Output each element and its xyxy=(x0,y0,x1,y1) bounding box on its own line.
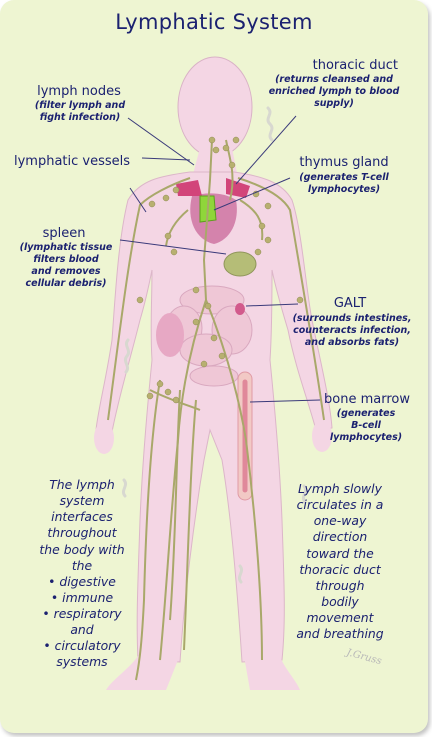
label-thymus-gland: thymus gland xyxy=(299,155,389,170)
label-thoracic-duct: thoracic duct xyxy=(312,58,398,73)
label-bone-marrow: bone marrow xyxy=(324,392,410,407)
bullet-icon: • xyxy=(43,638,55,654)
desc-thymus-gland: (generates T-cell lymphocytes) xyxy=(299,172,389,195)
desc-galt: (surrounds intestines, counteracts infec… xyxy=(292,313,412,348)
circulation-note: Lymph slowly circulates in a one-way dir… xyxy=(296,481,384,642)
desc-thoracic-duct: (returns cleansed and enriched lymph to … xyxy=(268,74,400,109)
label-spleen: spleen xyxy=(42,226,86,241)
bullet-icon: • xyxy=(50,589,63,605)
label-galt: GALT xyxy=(333,296,367,311)
desc-spleen: (lymphatic tissue filters blood and remo… xyxy=(19,242,113,289)
artist-signature: J.Gruss xyxy=(343,647,382,667)
bullet-icon: • xyxy=(42,606,54,621)
label-lymphatic-vessels: lymphatic vessels xyxy=(14,154,131,169)
human-body xyxy=(94,56,333,690)
systems-note: The lymph system interfaces throughout t… xyxy=(20,477,144,671)
list-item: and xyxy=(70,622,94,638)
desc-lymph-nodes: (filter lymph and fight infection) xyxy=(34,100,126,123)
galt-tissue xyxy=(235,303,245,315)
bullet-icon: • xyxy=(48,573,60,589)
leader-lines xyxy=(119,115,321,403)
diagram-title: Lymphatic System xyxy=(115,10,313,34)
list-item: • immune xyxy=(50,589,114,605)
list-item: • digestive xyxy=(48,573,116,589)
flow-arrows xyxy=(121,106,308,584)
liver-organ xyxy=(156,313,184,357)
desc-bone-marrow: (generates B-cell lymphocytes) xyxy=(329,408,403,443)
list-item: • circulatory xyxy=(43,638,121,654)
list-item: • respiratory xyxy=(42,606,122,621)
label-lymph-nodes: lymph nodes xyxy=(37,84,121,99)
list-item: systems xyxy=(56,654,108,670)
lymph-node-clusters xyxy=(136,136,304,404)
spleen-organ xyxy=(223,251,257,277)
lymphatic-network xyxy=(107,139,325,681)
